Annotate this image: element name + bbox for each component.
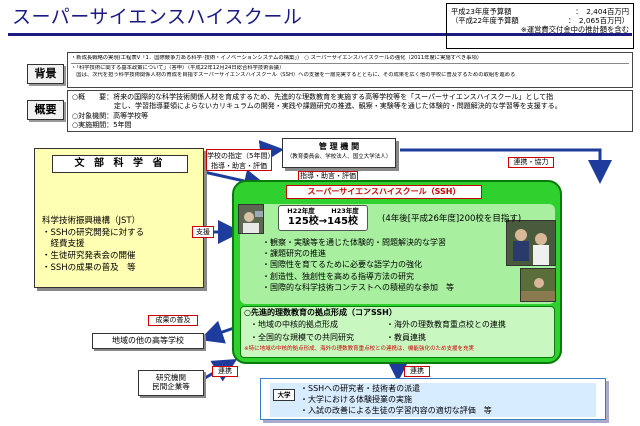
kanri-box: 管 理 機 関 （教育委員会、学校法人、国立大学法人） xyxy=(282,138,396,168)
arrow-spread xyxy=(199,320,235,344)
ssh-features: ・観察・実験等を通じた体験的・問題解決的な学習 ・課題研究の推進 ・国際性を育て… xyxy=(262,237,454,293)
background-line1: ・新成長戦略の実現(工程表Ⅴ「1．国際競争力ある科学･技術・イノベーションシステ… xyxy=(71,55,483,61)
university-panel xyxy=(270,383,596,417)
ssh-feature-item: ・課題研究の推進 xyxy=(262,249,326,259)
photo-students xyxy=(506,220,556,266)
ssh-feature-item: ・創造性、独創性を高める指導方法の研究 xyxy=(262,271,414,281)
mext-item: ・SSHの研究開発に対する xyxy=(42,227,145,238)
year-h22: H22年度 xyxy=(287,207,315,215)
background-box: ・新成長戦略の実現(工程表Ⅴ「1．国際競争力ある科学･技術・イノベーションシステ… xyxy=(67,52,633,88)
overview-line4: ○実施期間：5年間 xyxy=(72,121,132,130)
spread-label: 成果の普及 xyxy=(148,315,198,326)
arrow-cooperation xyxy=(400,148,612,184)
overview-line2: 定し、学習指導要領によらないカリキュラムの開発・実践や課題研究の推進、観察・実験… xyxy=(72,102,562,111)
background-tag: 背景 xyxy=(27,64,64,84)
year-h23: H23年度 xyxy=(331,207,359,215)
background-divider xyxy=(71,63,629,65)
core-item: ・全国的な規模での共同研究 xyxy=(250,333,354,342)
ssh-feature-item: ・国際性を育てるために必要な語学力の強化 xyxy=(262,260,422,270)
core-item: ・海外の理数教育重点校との連携 xyxy=(386,320,506,329)
designation-label: 学校の指定（5年間） 指導・助言・評価 xyxy=(206,149,275,171)
jst-label: 科学技術振興機構（JST） xyxy=(42,216,141,226)
photo-experiment xyxy=(238,204,264,234)
budget-line1-value: ： 2,404百万円 xyxy=(575,7,629,16)
research-box: 研究機関 民間企業等 xyxy=(138,370,204,396)
university-item: ・入試の改善による生徒の学習内容の適切な評価 等 xyxy=(300,405,492,415)
renkei-left-label: 連携 xyxy=(212,366,238,377)
school-count-box: H22年度 H23年度 125校→145校 xyxy=(278,205,368,231)
overview-tag: 概要 xyxy=(27,100,64,120)
kanri-subtitle: （教育委員会、学校法人、国立大学法人） xyxy=(286,154,392,160)
background-line3: 国は、次代を担う科学技術関係人材の育成を目指すスーパーサイエンスハイスクール（S… xyxy=(71,72,516,79)
ssh-target: (4年後[平成26年度]200校を目指す) xyxy=(382,214,522,224)
research-line1: 研究機関 xyxy=(156,373,186,382)
page-title: スーパーサイエンスハイスクール xyxy=(12,6,303,28)
ssh-feature-item: ・国際的な科学技術コンテストへの積極的な参加 等 xyxy=(262,282,454,292)
local-school-box: 地域の他の高等学校 xyxy=(92,333,204,349)
photo-field xyxy=(520,268,556,302)
university-items: ・SSHへの研究者・技術者の派遣 ・大学における体験授業の実施 ・入試の改善によ… xyxy=(300,384,492,416)
core-item: ・教員連携 xyxy=(386,333,426,342)
core-item: ・地域の中核的拠点形成 xyxy=(250,320,338,329)
school-count: 125校→145校 xyxy=(287,216,359,228)
budget-note: ※運営費交付金中の推計額を含む xyxy=(520,25,629,35)
budget-line1-label: 平成23年度予算額 xyxy=(451,7,512,16)
mext-item: ・SSHの成果の普及 等 xyxy=(42,262,136,273)
university-item: ・SSHへの研究者・技術者の派遣 xyxy=(300,384,421,393)
core-ssh-panel xyxy=(240,306,555,358)
overview-line1: ○概 要：将来の国際的な科学技術関係人材を育成するため、先進的な理数教育を実施す… xyxy=(72,93,554,101)
overview-line3: ○対象機関：高等学校等 xyxy=(72,111,149,120)
university-item: ・大学における体験授業の実施 xyxy=(300,394,412,404)
university-tag: 大学 xyxy=(273,389,295,401)
overview-box: ○概 要：将来の国際的な科学技術関係人材を育成するため、先進的な理数教育を実施す… xyxy=(67,90,633,132)
ssh-title: スーパーサイエンスハイスクール（SSH） xyxy=(286,185,482,199)
core-note: ※特に地域の中核的拠点形成、海外の理数教育重点校との連携は、機能強化のため支援を… xyxy=(244,346,475,352)
cooperation-label: 連携・協力 xyxy=(508,157,554,168)
budget-line2-value: ： 2,065百万円） xyxy=(567,16,629,26)
core-ssh-title: ○先進的理数教育の拠点形成（コアSSH） xyxy=(244,308,397,317)
background-line2: ・「科学技術に関する基本政策について」（答申）（平成22年12月24日総合科学技… xyxy=(71,65,285,72)
renkei-bottom-label: 連携 xyxy=(404,366,430,377)
kanri-title: 管 理 機 関 xyxy=(318,142,360,151)
ssh-feature-item: ・観察・実験等を通じた体験的・問題解決的な学習 xyxy=(262,238,446,247)
designation-line1: 学校の指定（5年間） xyxy=(207,152,275,160)
support-label: 支援 xyxy=(192,226,214,238)
budget-line2-label: （平成22年度予算額 xyxy=(451,16,519,26)
designation-line2: 指導・助言・評価 xyxy=(211,162,267,170)
title-underline xyxy=(8,33,632,36)
mext-item: 経費支援 xyxy=(42,239,85,250)
research-line2: 民間企業等 xyxy=(152,382,190,392)
mext-item: ・生徒研究発表会の開催 xyxy=(42,251,136,262)
mext-title: 文 部 科 学 省 xyxy=(52,155,188,173)
budget-box: 平成23年度予算額 ： 2,404百万円 （平成22年度予算額 ： 2,065百万円… xyxy=(446,3,634,49)
mext-body: 科学技術振興機構（JST） ・SSHの研究開発に対する 経費支援 ・生徒研究発表… xyxy=(42,216,198,275)
